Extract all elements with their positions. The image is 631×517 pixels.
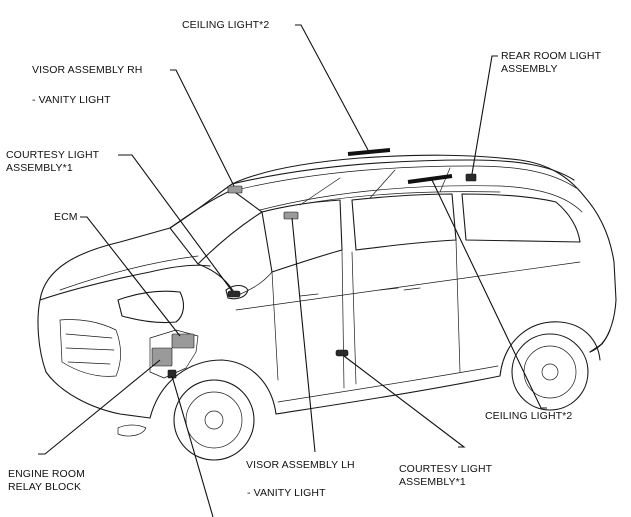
label-ceiling-light-right: CEILING LIGHT*2 <box>485 410 573 422</box>
highlighted-parts <box>149 148 477 379</box>
leader-ecm <box>80 216 181 337</box>
label-vanity-light-rh: - VANITY LIGHT <box>32 94 111 106</box>
engine-room-cluster <box>149 329 199 379</box>
leader-ceiling-light-top <box>295 24 369 151</box>
leader-visor-lh <box>291 217 316 453</box>
label-vanity-light-lh: - VANITY LIGHT <box>247 487 326 499</box>
rear-room-light-part <box>465 173 477 182</box>
label-courtesy-rear: COURTESY LIGHT ASSEMBLY*1 <box>399 463 493 488</box>
ceiling-light-right-part <box>407 174 453 184</box>
label-ecm: ECM <box>54 211 78 223</box>
leader-courtesy-front <box>118 154 233 292</box>
label-engine-room: ENGINE ROOM RELAY BLOCK <box>8 468 85 493</box>
leader-bottom-part <box>171 375 214 517</box>
bottom-part <box>167 369 177 379</box>
visor-rh-part <box>227 185 243 194</box>
courtesy-light-front-part <box>227 290 241 298</box>
label-ceiling-light-top: CEILING LIGHT*2 <box>182 19 270 31</box>
leader-engine-room <box>38 359 161 455</box>
leader-visor-rh <box>170 69 235 187</box>
courtesy-light-rear-part <box>335 349 349 357</box>
label-rear-room-light: REAR ROOM LIGHT ASSEMBLY <box>501 50 602 75</box>
leader-lines <box>38 24 547 517</box>
relay-block-part <box>151 347 173 367</box>
minivan-outline <box>37 154 617 461</box>
ecm-part <box>171 333 195 349</box>
visor-lh-part <box>283 211 299 220</box>
leader-rear-room-light <box>471 55 498 175</box>
label-visor-rh: VISOR ASSEMBLY RH <box>32 64 143 76</box>
leader-ceiling-light-right <box>431 179 547 409</box>
label-courtesy-front: COURTESY LIGHT ASSEMBLY*1 <box>6 149 100 174</box>
leader-courtesy-rear <box>343 355 466 448</box>
ceiling-light-top-part <box>347 148 391 156</box>
label-visor-lh: VISOR ASSEMBLY LH <box>246 459 355 471</box>
